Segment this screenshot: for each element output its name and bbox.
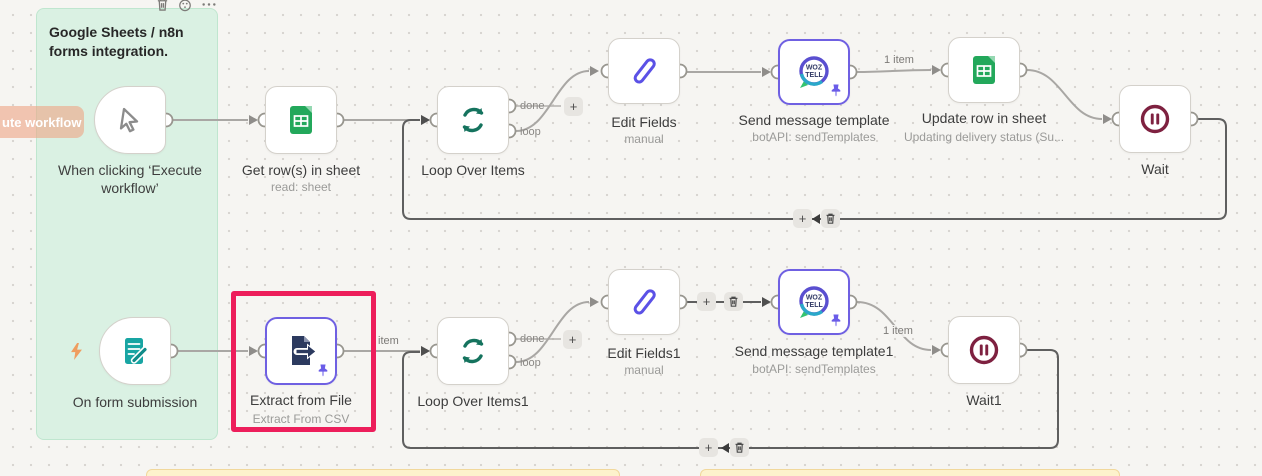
node-wait1[interactable] <box>948 316 1020 384</box>
pin-icon <box>831 84 841 97</box>
node-label: Send message template <box>738 112 890 128</box>
pin-icon <box>318 364 328 377</box>
node-wait[interactable] <box>1119 85 1191 153</box>
output-label-loop: loop <box>520 126 541 138</box>
svg-text:WOZ: WOZ <box>806 295 823 302</box>
node-loop-over-items[interactable] <box>437 86 509 154</box>
sticky-note-yellow-2[interactable] <box>700 469 1120 476</box>
node-label: On form submission <box>72 394 198 410</box>
pencil-icon <box>633 58 656 84</box>
node-label: Send message template1 <box>734 343 894 359</box>
form-icon <box>125 338 149 364</box>
pause-icon <box>1140 104 1170 134</box>
add-node-button[interactable]: + <box>793 209 812 228</box>
sticky-toolbar <box>156 0 236 12</box>
plus-icon: + <box>568 332 577 347</box>
loop-icon <box>462 338 484 364</box>
add-node-button[interactable]: + <box>564 97 583 116</box>
connection-label-item: item <box>375 335 402 347</box>
lightning-icon <box>71 343 82 360</box>
pause-icon <box>969 335 999 365</box>
annotation-highlight-box <box>231 291 376 432</box>
node-send-message-template[interactable]: WOZ TELL <box>778 39 850 105</box>
node-label: Get row(s) in sheet <box>241 162 361 178</box>
node-subtitle: manual <box>624 132 664 146</box>
node-subtitle: manual <box>624 363 664 377</box>
output-label-loop: loop <box>520 357 541 369</box>
node-update-row-in-sheet[interactable] <box>948 37 1020 103</box>
node-subtitle: botAPI: sendTemplates <box>752 130 876 144</box>
delete-connection-button[interactable] <box>730 438 749 457</box>
plus-icon: + <box>704 440 713 455</box>
node-label: Update row in sheet <box>921 110 1047 126</box>
node-label: Wait <box>1141 161 1169 177</box>
node-edit-fields[interactable] <box>608 38 680 104</box>
delete-connection-button[interactable] <box>724 292 743 311</box>
add-node-button[interactable]: + <box>563 330 582 349</box>
plus-icon: + <box>798 211 807 226</box>
plus-icon: + <box>702 294 711 309</box>
add-node-button[interactable]: + <box>699 438 718 457</box>
more-icon[interactable] <box>201 0 217 12</box>
connection-label-1-item: 1 item <box>881 54 917 66</box>
node-label: Extract from File <box>250 392 352 408</box>
trash-icon[interactable] <box>156 0 169 12</box>
cursor-icon <box>119 107 139 133</box>
loop-icon <box>462 107 484 133</box>
node-when-clicking-execute-workflow[interactable] <box>94 86 166 154</box>
node-loop-over-items1[interactable] <box>437 317 509 385</box>
add-node-button[interactable]: + <box>697 292 716 311</box>
delete-connection-button[interactable] <box>821 209 840 228</box>
palette-icon[interactable] <box>178 0 192 12</box>
svg-text:WOZ: WOZ <box>806 65 823 72</box>
node-send-message-template1[interactable]: WOZ TELL <box>778 269 850 335</box>
output-label-done: done <box>520 333 545 345</box>
node-label: Loop Over Items <box>421 162 525 178</box>
wire[interactable] <box>856 69 932 73</box>
node-get-rows-in-sheet[interactable] <box>265 86 337 154</box>
node-label: When clicking ‘Execute workflow’ <box>58 162 202 196</box>
node-subtitle: Updating delivery status (Su... <box>903 130 1065 144</box>
sheets-icon <box>290 106 312 134</box>
sticky-note-yellow-1[interactable] <box>146 469 620 476</box>
execute-workflow-button[interactable]: ute workflow <box>0 106 84 138</box>
woztell-icon: WOZ TELL <box>799 56 829 88</box>
node-label: Wait1 <box>966 392 1002 408</box>
arrow-left-icon <box>812 214 820 224</box>
woztell-icon: WOZ TELL <box>799 286 829 318</box>
extract-file-icon <box>292 336 317 365</box>
node-subtitle: Extract From CSV <box>252 412 350 426</box>
svg-text:TELL: TELL <box>805 72 823 79</box>
sticky-note-title: Google Sheets / n8n forms integration. <box>49 24 184 59</box>
sheets-icon <box>973 56 995 84</box>
execute-workflow-label: ute workflow <box>2 114 82 130</box>
output-label-done: done <box>520 100 545 112</box>
node-label: Edit Fields1 <box>607 345 681 361</box>
plus-icon: + <box>569 99 578 114</box>
svg-text:TELL: TELL <box>805 302 823 309</box>
pin-icon <box>831 314 841 327</box>
node-on-form-submission[interactable] <box>99 317 171 385</box>
pencil-icon <box>633 289 656 315</box>
node-extract-from-file[interactable] <box>265 317 337 385</box>
connection-label-1-item: 1 item <box>880 325 916 337</box>
node-subtitle: botAPI: sendTemplates <box>752 362 876 376</box>
trash-icon <box>735 442 744 453</box>
trash-icon <box>826 213 835 224</box>
arrow-left-icon <box>721 443 729 453</box>
node-label: Edit Fields <box>611 114 677 130</box>
trash-icon <box>729 296 738 307</box>
node-label: Loop Over Items1 <box>417 393 529 409</box>
node-subtitle: read: sheet <box>270 180 332 194</box>
node-edit-fields1[interactable] <box>608 269 680 335</box>
